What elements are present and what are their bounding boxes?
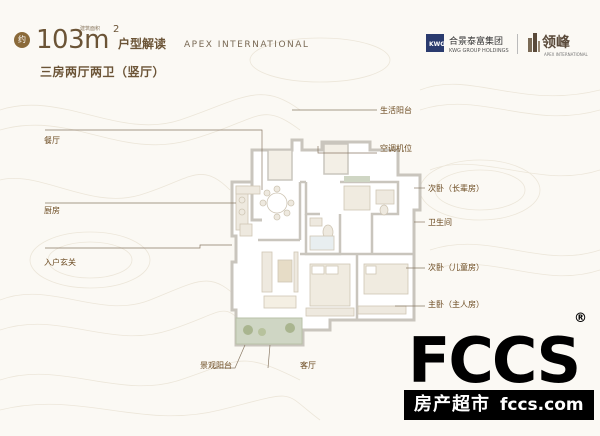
fccs-logo-text: FCCS <box>408 326 579 388</box>
tower-logo-icon <box>528 33 540 52</box>
area-superscript: 2 <box>113 24 120 35</box>
layout-subtitle: 三房两厅两卫（竖厅） <box>40 65 166 79</box>
project-name-en: APEX INTERNATIONAL <box>184 40 310 50</box>
logo-divider <box>517 34 518 54</box>
approx-badge: 约 <box>14 32 30 48</box>
callout-ac-platform-title: 空调机位 <box>380 144 412 153</box>
callout-kids-bedroom-title: 次卧（儿童房） <box>428 263 484 272</box>
registered-mark: ® <box>574 311 587 326</box>
callout-master-bedroom-title: 主卧（主人房） <box>428 300 484 309</box>
watermark-bar <box>404 390 594 420</box>
project-name-cn: 领峰 <box>542 35 570 51</box>
plan-furniture <box>235 185 409 317</box>
developer-name-cn: 合景泰富集团 <box>449 37 504 47</box>
callout-second-bedroom-title: 次卧（长辈房） <box>428 184 484 193</box>
kwg-logo-box <box>426 34 444 52</box>
callout-service-balcony-title: 生活阳台 <box>380 106 412 115</box>
callout-bathroom-title: 卫生间 <box>428 218 452 227</box>
floorplan-title: 户型解读 <box>118 37 167 51</box>
watermark-site-name: 房产超市 <box>414 394 490 415</box>
callout-living-title: 客厅 <box>300 361 316 370</box>
callout-dining-title: 餐厅 <box>44 136 60 145</box>
callout-garden-balcony-title: 景观阳台 <box>200 361 232 370</box>
project-logo-en: APEX INTERNATIONAL <box>544 52 588 57</box>
area-small-label: 建筑面积 <box>80 26 101 32</box>
kwg-logo-text: KWG <box>429 41 446 48</box>
callout-entry-title: 入户玄关 <box>44 258 76 267</box>
fccs-watermark-logo: FCCS <box>408 326 581 388</box>
developer-name-en: KWG GROUP HOLDINGS <box>449 48 509 54</box>
garden-balcony <box>235 317 303 345</box>
area-number: 103m <box>36 25 109 55</box>
callout-kitchen-title: 厨房 <box>44 206 60 215</box>
watermark-site-url: fccs.com <box>500 395 584 415</box>
